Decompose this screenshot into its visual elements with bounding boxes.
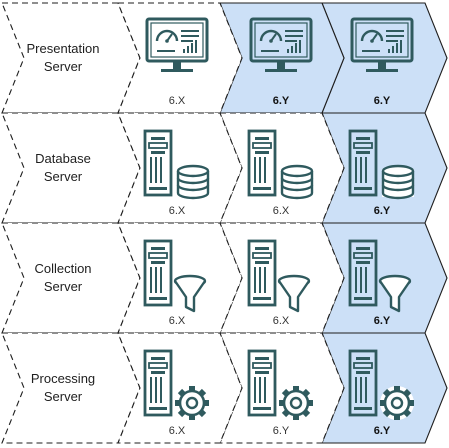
row-label-line2: Server [43, 279, 83, 294]
row-label-line1: Processing [30, 371, 96, 386]
version-label: 6.X [168, 95, 186, 107]
version-label: 6.X [272, 315, 290, 327]
row-label-line2: Server [43, 59, 83, 74]
version-label: 6.Y [373, 95, 391, 107]
version-label: 6.Y [373, 315, 391, 327]
version-label: 6.X [272, 205, 290, 217]
version-label: 6.Y [272, 425, 290, 437]
version-label: 6.Y [373, 425, 391, 437]
row-label-line2: Server [43, 389, 83, 404]
row-label-line2: Server [43, 169, 83, 184]
version-label: 6.X [168, 315, 186, 327]
row-label-line1: Collection [34, 261, 92, 276]
version-label: 6.Y [373, 205, 391, 217]
version-label: 6.X [168, 425, 186, 437]
version-label: 6.Y [272, 95, 290, 107]
row-label-line1: Presentation [26, 41, 100, 56]
version-label: 6.X [168, 205, 186, 217]
row-label-line1: Database [35, 151, 91, 166]
